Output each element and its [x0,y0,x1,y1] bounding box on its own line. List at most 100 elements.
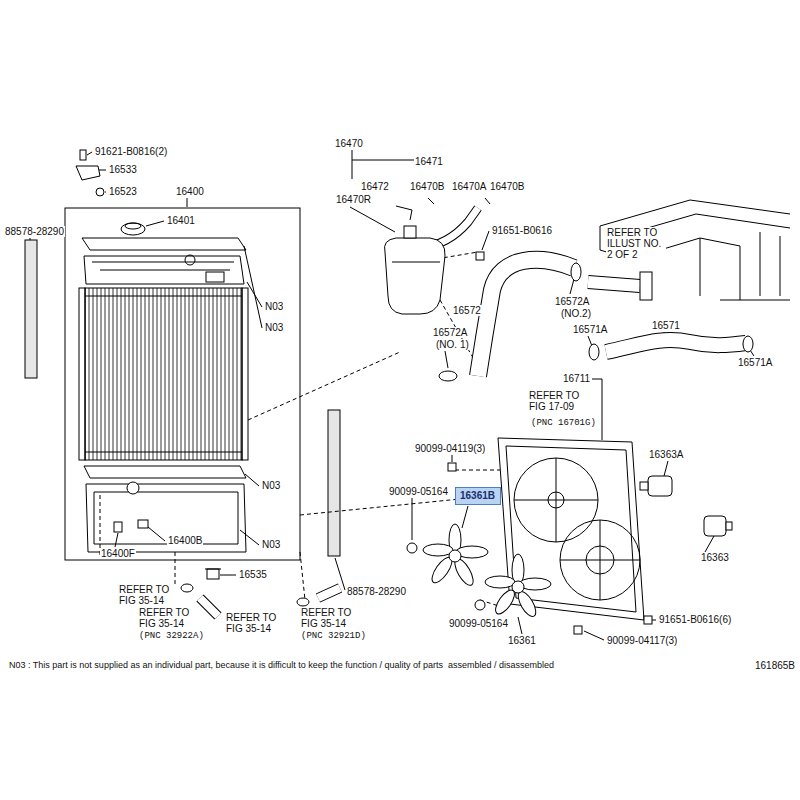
part-number: 90099-05164 [388,486,449,497]
leader-lines [350,207,395,232]
reservoir-tank [404,226,416,238]
part-number: N03 [264,322,284,333]
radiator-assembly [76,166,100,180]
part-number: 16711 [562,373,591,384]
part-number: 161865B [754,660,796,671]
radiator-assembly [138,520,148,528]
fan-motor [704,516,726,536]
reference-note: REFER TO FIG 35-14 [118,584,178,606]
small-hose [318,588,340,598]
part-number: 16523 [108,186,138,197]
leader-lines [592,379,602,440]
fan-motor [726,522,732,530]
reservoir-tank [384,198,490,314]
fan-shroud [514,458,598,542]
radiator-assembly [86,484,246,552]
fan-blade [423,544,453,556]
part-number: 16571 [651,320,681,331]
leader-lines [445,351,448,368]
leader-lines [584,631,604,640]
reservoir-tank [384,238,445,314]
leader-lines [244,246,262,328]
fan-shroud [498,438,644,620]
radiator-assembly [96,188,104,196]
radiator-assembly [206,272,224,282]
part-number: 16400B [167,535,203,546]
leader-lines [462,506,468,528]
radiator-assembly [125,223,141,229]
radiator-hose [588,282,640,286]
part-number: 90099-05164 [448,618,509,629]
part-number: 90099-04117(3) [606,635,678,646]
fan-shroud [514,458,598,542]
part-number: 16400F [100,548,136,559]
part-number: 88578-28290 [4,226,65,237]
part-number: (NO.2) [560,308,592,319]
radiator-assembly [80,150,86,160]
radiator-hose [571,263,581,281]
leader-lines [115,533,118,547]
fan-shroud [560,520,640,600]
radiator-assembly [207,569,219,579]
bolt [475,600,485,610]
radiator-hose [606,340,746,352]
radiator-assembly [85,296,242,452]
small-hose [181,584,193,592]
dashed-guide [248,352,400,420]
radiator-assembly [84,256,244,284]
engine-outline [600,200,790,226]
leader-lines [518,617,522,634]
part-number: 16470B [489,181,525,192]
reservoir-tank [428,198,490,204]
part-number: 16572A [432,327,468,338]
part-number: 16471 [414,156,444,167]
leader-lines [146,221,164,226]
part-number: 91621-B0816(2) [94,146,168,157]
small-hose [318,588,340,598]
reservoir-tank [392,262,440,263]
fan-blade [485,576,515,588]
leader-lines [30,238,31,240]
fan-shroud [498,438,644,620]
radiator-assembly [65,208,300,560]
engine-outline [700,238,790,300]
reservoir-tank [476,252,484,260]
engine-outline [600,200,790,300]
radiator-assembly [79,288,85,460]
fan-blade [449,550,461,562]
reference-note: (PNC 16701G) [530,418,597,429]
part-number: 16363 [700,552,730,563]
part-number: (NO. 1) [435,339,470,350]
radiator-assembly [127,482,139,494]
radiator-hose [439,371,457,381]
radiator-hose [588,282,640,286]
part-number: 16470 [334,138,364,149]
engine-outline [760,232,780,296]
radiator-assembly [82,238,246,250]
radiator-assembly [94,492,238,544]
radiator-assembly [84,466,246,478]
radiator-assembly [242,288,248,460]
reference-note: REFER TO FIG 35-14 [300,607,360,629]
leader-lines [240,530,259,545]
leader-lines [482,231,489,250]
small-hose [200,598,218,616]
leader-lines [652,620,656,621]
bolt [644,616,652,624]
dashed-guide [100,252,505,608]
radiator-assembly [205,569,221,570]
leader-lines [220,575,236,576]
leader-lines [245,474,259,486]
bolt [407,543,417,553]
part-number: N03 [261,480,281,491]
radiator-hose [439,260,753,381]
dashed-guide [175,552,176,584]
radiator-hose [743,336,753,352]
part-number: 88578-28290 [346,586,407,597]
bolt [448,463,456,471]
footnote: N03 : This part is not supplied as an in… [8,660,555,671]
reference-note: (PNC 32921D) [300,631,367,642]
part-number: 16361 [507,635,537,646]
